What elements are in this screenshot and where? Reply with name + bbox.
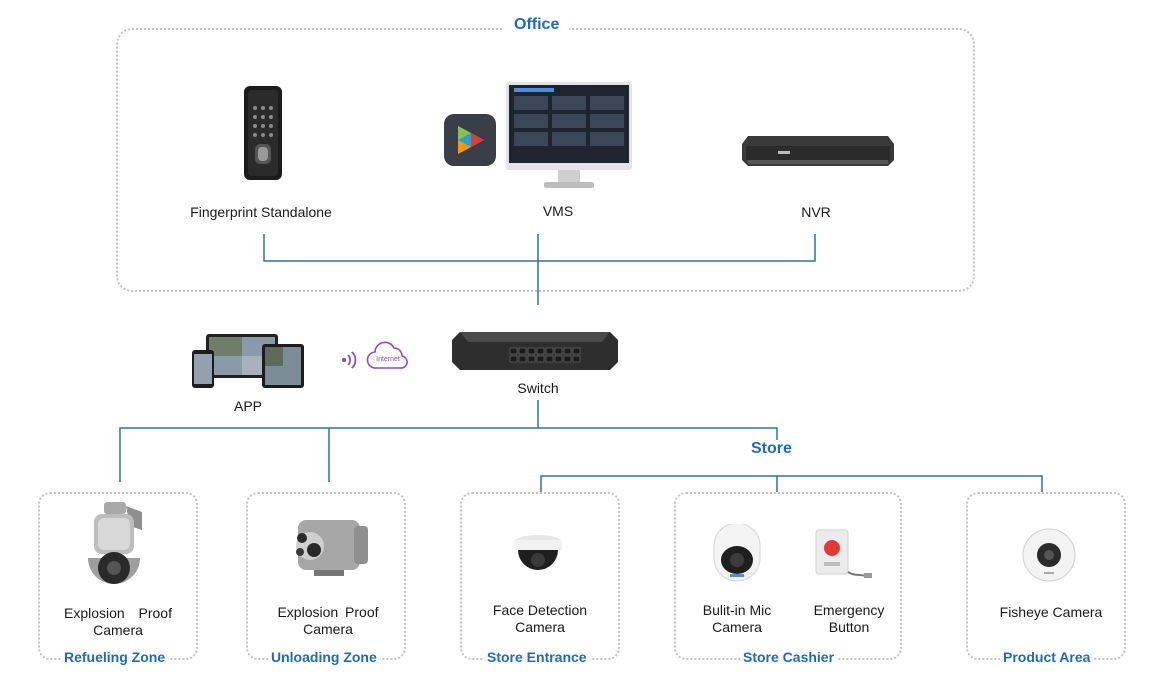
nvr-device-icon xyxy=(742,136,894,173)
office-title: Office xyxy=(504,16,570,34)
built-in-mic-camera-label: Bulit-in Mic Camera xyxy=(702,602,772,635)
emergency-button-label: Emergency Button xyxy=(813,602,885,635)
face-detection-camera-label: Face Detection Camera xyxy=(492,602,588,635)
unloading-device-label: Explosion Proof Camera xyxy=(277,604,379,637)
store-cashier-label: Store Cashier xyxy=(740,649,838,665)
vms-software-icon xyxy=(444,114,496,171)
emergency-button-icon xyxy=(814,528,874,587)
store-bus-line xyxy=(540,475,1043,492)
face-detection-dome-camera-icon xyxy=(512,534,564,585)
wifi-signal-icon xyxy=(340,350,360,375)
switch-label: Switch xyxy=(517,380,559,396)
explosion-proof-bullet-camera-icon xyxy=(284,516,372,583)
fingerprint-device-icon xyxy=(244,86,282,185)
explosion-proof-ptz-camera-icon xyxy=(80,502,148,593)
built-in-mic-camera-icon xyxy=(710,522,764,587)
app-devices-icon xyxy=(192,334,304,395)
refueling-zone-label: Refueling Zone xyxy=(61,649,169,665)
internet-label: Internet xyxy=(376,356,400,363)
vms-monitor-icon xyxy=(506,82,632,195)
nvr-label: NVR xyxy=(801,204,831,220)
internet-cloud-icon: Internet xyxy=(366,340,410,374)
unloading-zone-label: Unloading Zone xyxy=(268,649,380,665)
store-entrance-label: Store Entrance xyxy=(484,649,590,665)
refueling-device-label: Explosion Proof Camera xyxy=(64,605,179,638)
vms-label: VMS xyxy=(542,203,574,219)
store-title: Store xyxy=(745,440,798,458)
network-switch-icon xyxy=(452,332,618,379)
zone-bus-line xyxy=(119,427,778,482)
app-label: APP xyxy=(233,398,262,414)
fisheye-camera-icon xyxy=(1022,528,1076,587)
fingerprint-label: Fingerprint Standalone xyxy=(190,204,332,220)
fisheye-camera-label: Fisheye Camera xyxy=(999,604,1103,620)
office-bus-line xyxy=(263,234,816,262)
product-area-label: Product Area xyxy=(1000,649,1094,665)
